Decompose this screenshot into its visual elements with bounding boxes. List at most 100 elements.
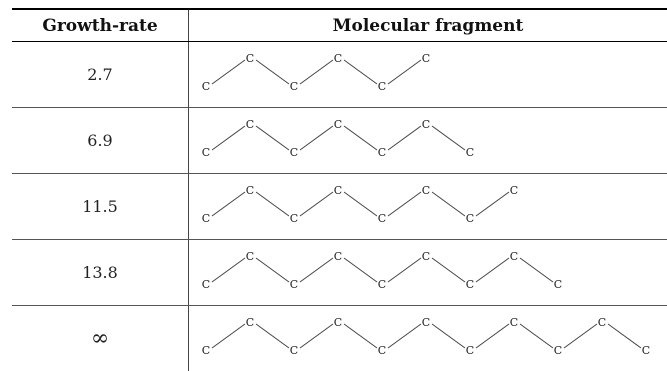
- carbon-atom-label: C: [334, 118, 342, 131]
- table-row: ∞ C C C C C C C C C C C: [12, 305, 667, 371]
- carbon-bond: [343, 257, 378, 283]
- carbon-atom-label: C: [642, 344, 650, 357]
- carbon-bond: [387, 323, 422, 349]
- carbon-bond: [211, 59, 246, 85]
- carbon-atom-label: C: [378, 344, 386, 357]
- carbon-chain-diagram: C C C C C C C C C: [202, 250, 562, 291]
- carbon-atom-label: C: [378, 278, 386, 291]
- carbon-atom-label: C: [510, 184, 518, 197]
- carbon-bond: [255, 125, 290, 151]
- molecular-fragment-header: Molecular fragment: [188, 8, 667, 42]
- carbon-atom-label: C: [290, 344, 298, 357]
- carbon-bond: [431, 191, 466, 217]
- carbon-bond: [519, 323, 554, 349]
- carbon-chain-diagram: C C C C C C C: [202, 118, 474, 159]
- carbon-bond: [387, 191, 422, 217]
- carbon-bond: [211, 125, 246, 151]
- carbon-bond: [387, 257, 422, 283]
- carbon-chain-diagram: C C C C C C C C C C C: [202, 316, 650, 357]
- carbon-bond: [475, 257, 510, 283]
- carbon-bond: [343, 59, 378, 85]
- growth-rate-value: ∞: [12, 305, 189, 371]
- growth-rate-value: 11.5: [12, 173, 189, 240]
- carbon-bond: [607, 323, 642, 349]
- table-header-row: Growth-rate Molecular fragment: [12, 8, 667, 42]
- carbon-chain-diagram: C C C C C C C C: [202, 184, 518, 225]
- carbon-bond: [211, 191, 246, 217]
- carbon-atom-label: C: [422, 250, 430, 263]
- carbon-atom-label: C: [510, 316, 518, 329]
- carbon-atom-label: C: [202, 278, 210, 291]
- molecular-fragment-cell: C C C C C C C C C: [188, 239, 667, 306]
- carbon-atom-label: C: [422, 52, 430, 65]
- carbon-atom-label: C: [290, 212, 298, 225]
- carbon-bond: [343, 191, 378, 217]
- carbon-atom-label: C: [378, 146, 386, 159]
- growth-rate-value: 2.7: [12, 41, 189, 108]
- molecular-fragment-cell: C C C C C C C C: [188, 173, 667, 240]
- carbon-atom-label: C: [246, 316, 254, 329]
- carbon-atom-label: C: [246, 52, 254, 65]
- carbon-atom-label: C: [422, 118, 430, 131]
- carbon-bond: [255, 191, 290, 217]
- carbon-atom-label: C: [334, 184, 342, 197]
- carbon-bond: [255, 323, 290, 349]
- carbon-bond: [211, 323, 246, 349]
- growth-rate-value: 13.8: [12, 239, 189, 306]
- carbon-atom-label: C: [334, 316, 342, 329]
- carbon-atom-label: C: [378, 80, 386, 93]
- carbon-atom-label: C: [334, 250, 342, 263]
- carbon-atom-label: C: [246, 184, 254, 197]
- carbon-atom-label: C: [202, 212, 210, 225]
- carbon-bond: [299, 125, 334, 151]
- carbon-atom-label: C: [554, 278, 562, 291]
- carbon-bond: [475, 191, 510, 217]
- growth-rate-value: 6.9: [12, 107, 189, 174]
- carbon-bond: [343, 125, 378, 151]
- carbon-bond: [475, 323, 510, 349]
- carbon-bond: [387, 59, 422, 85]
- carbon-bond: [387, 125, 422, 151]
- carbon-bond: [211, 257, 246, 283]
- carbon-bond: [299, 257, 334, 283]
- carbon-atom-label: C: [510, 250, 518, 263]
- carbon-bond: [299, 59, 334, 85]
- carbon-atom-label: C: [202, 80, 210, 93]
- carbon-atom-label: C: [378, 212, 386, 225]
- carbon-atom-label: C: [598, 316, 606, 329]
- growth-rate-header: Growth-rate: [12, 8, 189, 42]
- molecular-fragment-cell: C C C C C C C: [188, 107, 667, 174]
- carbon-bond: [431, 323, 466, 349]
- carbon-bond: [431, 257, 466, 283]
- carbon-atom-label: C: [290, 278, 298, 291]
- carbon-bond: [255, 59, 290, 85]
- carbon-atom-label: C: [466, 344, 474, 357]
- carbon-atom-label: C: [466, 278, 474, 291]
- carbon-bond: [519, 257, 554, 283]
- carbon-bond: [563, 323, 598, 349]
- carbon-atom-label: C: [246, 250, 254, 263]
- carbon-atom-label: C: [466, 146, 474, 159]
- carbon-atom-label: C: [422, 316, 430, 329]
- carbon-atom-label: C: [202, 146, 210, 159]
- carbon-bond: [343, 323, 378, 349]
- molecular-fragment-cell: C C C C C C C C C C C: [189, 306, 667, 371]
- carbon-atom-label: C: [466, 212, 474, 225]
- carbon-atom-label: C: [290, 146, 298, 159]
- carbon-bond: [431, 125, 466, 151]
- carbon-bond: [299, 191, 334, 217]
- carbon-bond: [255, 257, 290, 283]
- carbon-atom-label: C: [554, 344, 562, 357]
- carbon-atom-label: C: [422, 184, 430, 197]
- carbon-atom-label: C: [246, 118, 254, 131]
- carbon-atom-label: C: [202, 344, 210, 357]
